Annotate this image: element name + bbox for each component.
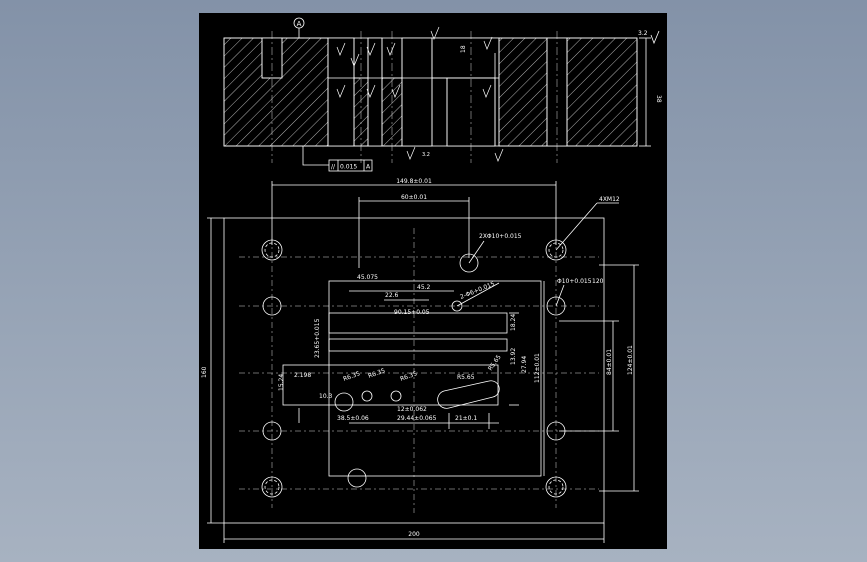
tolerance-datum: A (366, 164, 371, 171)
dim-length: 200 (408, 531, 420, 538)
roughness-icon-general (650, 30, 660, 45)
dim-29-44: 29.44±0.065 (397, 415, 437, 422)
roughness-general-value: 3.2 (638, 30, 648, 37)
dim-r5-65: R5.65 (457, 374, 475, 381)
dim-center-span: 60±0.01 (401, 194, 427, 201)
plate-outline (223, 217, 605, 524)
dim-18-24: 18.24 (510, 314, 517, 331)
side-hole-l1 (262, 296, 282, 316)
plan-view (207, 181, 639, 543)
side-hole-r1 (546, 296, 566, 316)
dim-width: 160 (201, 366, 208, 378)
pin-hole-small-c (390, 390, 402, 402)
runner-slot (437, 380, 500, 409)
dim-22-6: 22.6 (385, 292, 399, 299)
tapped-hole-br (545, 476, 567, 498)
side-hole-l2 (262, 421, 282, 441)
dim-12: 12±0.062 (397, 406, 427, 413)
dim-27-94: 27.94 (521, 356, 528, 373)
dim-tapped-holes: 4XM12 (599, 196, 620, 203)
pin-hole-bottom (347, 468, 367, 488)
dim-38-5: 38.5±0.06 (337, 415, 369, 422)
tapped-hole-tr (545, 239, 567, 261)
dim-pin-holes: 2XΦ10+0.015 (479, 233, 522, 240)
dim-124: 124±0.01 (627, 345, 634, 375)
dim-r5-65-b: R5.65 (487, 354, 503, 373)
depth-dimension: 18 (460, 45, 467, 53)
section-hatch-right-a (498, 37, 548, 147)
datum-label: A (297, 20, 302, 28)
tolerance-frame (328, 159, 373, 172)
dim-2-198: 2.198 (294, 372, 311, 379)
dim-2-phi6: 2-Φ6+0.015 (459, 281, 496, 301)
dim-r6-35-b: R6.35 (367, 367, 386, 380)
roughness-value-bottom: 3.2 (422, 152, 430, 158)
dim-r6-35-c: R6.35 (399, 370, 418, 383)
dim-84: 84±0.01 (606, 349, 613, 375)
tolerance-symbol: // (331, 164, 336, 171)
slot-middle (328, 338, 508, 352)
dim-15-24: 15.24 (278, 374, 285, 391)
mold-plate-drawing: A 3.2 38 18 // 0.015 A (201, 17, 662, 543)
pin-hole-small-b (361, 390, 373, 402)
dim-hole-pitch: 149.8±0.01 (396, 178, 432, 185)
section-view (223, 17, 660, 172)
dim-side-hole-ref: 120 (592, 278, 604, 285)
section-hatch-right-b (566, 37, 638, 147)
pin-hole-top (459, 253, 479, 273)
tolerance-value: 0.015 (340, 164, 357, 171)
pin-hole-small-a (451, 300, 463, 312)
dim-10-3: 10.3 (319, 393, 333, 400)
dim-90-15: 90.15+0.05 (394, 309, 430, 316)
dim-45-075: 45.075 (357, 274, 378, 281)
tapped-hole-bl (261, 476, 283, 498)
dim-45-2: 45.2 (417, 284, 431, 291)
dim-21: 21±0.1 (455, 415, 477, 422)
dim-13-92: 13.92 (510, 348, 517, 365)
dim-112: 112±0.01 (534, 353, 541, 383)
slot-end-left (334, 392, 354, 412)
dim-side-hole: Φ10+0.015 (557, 278, 592, 285)
height-dimension: 38 (655, 95, 662, 103)
roughness-marks (336, 26, 504, 162)
tapped-hole-tl (261, 239, 283, 261)
cavity-outline (328, 280, 542, 477)
dim-r6-35-a: R6.35 (342, 370, 361, 383)
drawing-sheet: A 3.2 38 18 // 0.015 A (199, 13, 667, 549)
dim-23-65: 23.65+0.015 (314, 318, 321, 358)
slot-upper (328, 312, 508, 334)
slot-lower (282, 364, 499, 406)
